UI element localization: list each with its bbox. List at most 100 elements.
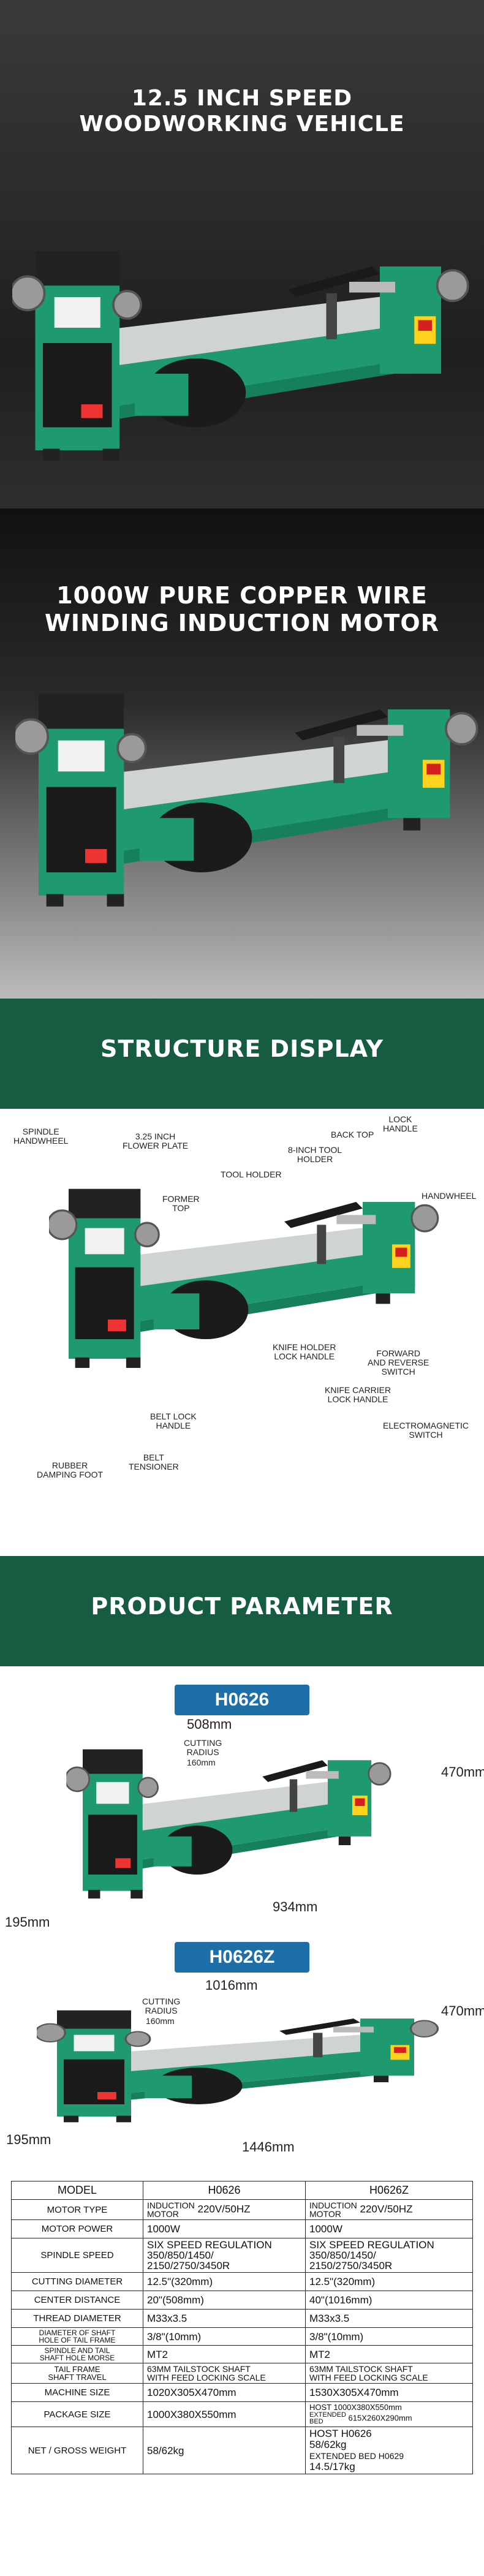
- spec-label: TAIL FRAME SHAFT TRAVEL: [11, 2363, 143, 2384]
- spec-value: 1000W: [143, 2219, 306, 2238]
- spec-label: CUTTING DIAMETER: [11, 2272, 143, 2291]
- callout-lock-handle: LOCK HANDLE: [383, 1114, 418, 1133]
- model1-dimensions: H0626 508mm CUTTING RADIUS 160mm 470mm 9…: [0, 1666, 484, 1936]
- spec-value: 63MM TAILSTOCK SHAFT WITH FEED LOCKING S…: [305, 2363, 473, 2384]
- model1-width: 508mm: [187, 1717, 232, 1732]
- callout-rubber-foot: RUBBER DAMPING FOOT: [37, 1460, 104, 1479]
- model2-length: 1446mm: [242, 2139, 295, 2155]
- spec-label: PACKAGE SIZE: [11, 2401, 143, 2427]
- spec-value: M33x3.5: [143, 2309, 306, 2328]
- hero2-title-line2: WINDING INDUCTION MOTOR: [45, 610, 439, 636]
- spec-value: 58/62kg: [143, 2427, 306, 2474]
- spec-label: MOTOR TYPE: [11, 2199, 143, 2220]
- callout-back-top: BACK TOP: [331, 1130, 374, 1139]
- spec-label: MACHINE SIZE: [11, 2383, 143, 2402]
- callout-handwheel: HANDWHEEL: [422, 1191, 477, 1201]
- spec-value: INDUCTION MOTOR: [147, 2200, 195, 2219]
- parameter-title: PRODUCT PARAMETER: [91, 1593, 393, 1620]
- spec-label: NET / GROSS WEIGHT: [11, 2427, 143, 2474]
- model2-radius-label: CUTTING RADIUS: [142, 1996, 181, 2015]
- spec-header-label: MODEL: [11, 2181, 143, 2200]
- spec-table: MODEL H0626 H0626Z MOTOR TYPE INDUCTION …: [11, 2181, 473, 2474]
- spec-value: MT2: [305, 2345, 473, 2363]
- spec-value: 3/8"(10mm): [305, 2327, 473, 2346]
- callout-forward-reverse: FORWARD AND REVERSE SWITCH: [368, 1348, 429, 1377]
- spec-value: SIX SPEED REGULATION 350/850/1450/ 2150/…: [143, 2238, 306, 2273]
- structure-title: STRUCTURE DISPLAY: [100, 1035, 384, 1062]
- model2-width: 1016mm: [205, 1977, 258, 1993]
- spec-label: CENTER DISTANCE: [11, 2291, 143, 2310]
- spec-value: 14.5/17kg: [309, 2461, 355, 2472]
- spec-value: 63MM TAILSTOCK SHAFT WITH FEED LOCKING S…: [143, 2363, 306, 2384]
- callout-flower-plate: 3.25 INCH FLOWER PLATE: [123, 1131, 189, 1150]
- model1-depth: 195mm: [5, 1914, 50, 1930]
- callout-knife-carrier-lock: KNIFE CARRIER LOCK HANDLE: [325, 1385, 391, 1404]
- spec-label: SPINDLE AND TAIL SHAFT HOLE MORSE: [11, 2345, 143, 2363]
- model1-height: 470mm: [441, 1764, 484, 1780]
- parameter-banner: PRODUCT PARAMETER: [0, 1556, 484, 1666]
- lathe-image-hero2: [15, 662, 481, 943]
- hero-title-line1: 12.5 INCH SPEED: [131, 86, 353, 111]
- spec-value: 1000W: [305, 2219, 473, 2238]
- spec-label: DIAMETER OF SHAFT HOLE OF TAIL FRAME: [11, 2327, 143, 2346]
- model1-length: 934mm: [273, 1899, 318, 1914]
- spec-value: HOST H0626: [309, 2428, 372, 2439]
- spec-header-row: MODEL H0626 H0626Z: [11, 2181, 473, 2200]
- spec-row-center-distance: CENTER DISTANCE 20"(508mm) 40"(1016mm): [11, 2291, 473, 2310]
- spec-value: 12.5"(320mm): [305, 2272, 473, 2291]
- callout-knife-holder-lock: KNIFE HOLDER LOCK HANDLE: [273, 1342, 336, 1361]
- callout-eight-inch-holder: 8-INCH TOOL HOLDER: [288, 1145, 342, 1164]
- spec-row-spindle-speed: SPINDLE SPEED SIX SPEED REGULATION 350/8…: [11, 2238, 473, 2273]
- spec-value: 220V/50HZ: [197, 2203, 251, 2215]
- model2-radius: 160mm: [146, 2016, 175, 2026]
- model2-dimensions: H0626Z 1016mm CUTTING RADIUS 160mm 470mm…: [0, 1936, 484, 2181]
- spec-header-b: H0626Z: [305, 2181, 473, 2200]
- spec-value: INDUCTION MOTOR: [309, 2200, 357, 2219]
- lathe-image-model1: [43, 1728, 417, 1924]
- spec-value: 220V/50HZ: [360, 2203, 413, 2215]
- hero2-title-line1: 1000W PURE COPPER WIRE: [56, 582, 428, 609]
- spec-row-motor-power: MOTOR POWER 1000W 1000W: [11, 2219, 473, 2238]
- spec-row-shaft-travel: TAIL FRAME SHAFT TRAVEL 63MM TAILSTOCK S…: [11, 2363, 473, 2384]
- spec-value: 1530X305X470mm: [305, 2383, 473, 2402]
- structure-banner: STRUCTURE DISPLAY: [0, 999, 484, 1109]
- spec-value: EXTENDED BED: [309, 2411, 346, 2425]
- spec-value: 58/62kg: [309, 2439, 347, 2450]
- spec-row-package-size: PACKAGE SIZE 1000X380X550mm HOST 1000X38…: [11, 2401, 473, 2427]
- spec-value: 1020X305X470mm: [143, 2383, 306, 2402]
- callout-spindle-handwheel: SPINDLE HANDWHEEL: [13, 1127, 69, 1146]
- spec-value: 3/8"(10mm): [143, 2327, 306, 2346]
- spec-row-weight: NET / GROSS WEIGHT 58/62kg HOST H0626 58…: [11, 2427, 473, 2474]
- spec-value: 20"(508mm): [143, 2291, 306, 2310]
- spec-row-morse: SPINDLE AND TAIL SHAFT HOLE MORSE MT2 MT…: [11, 2345, 473, 2363]
- spec-label: THREAD DIAMETER: [11, 2309, 143, 2328]
- callout-tool-holder: TOOL HOLDER: [221, 1169, 282, 1179]
- spec-value: 40"(1016mm): [305, 2291, 473, 2310]
- spec-row-thread-diameter: THREAD DIAMETER M33x3.5 M33x3.5: [11, 2309, 473, 2328]
- model1-radius-label: CUTTING RADIUS: [184, 1738, 222, 1757]
- callout-electromagnetic: ELECTROMAGNETIC SWITCH: [383, 1421, 469, 1440]
- lathe-image-hero1: [9, 221, 475, 496]
- structure-diagram: SPINDLE HANDWHEEL 3.25 INCH FLOWER PLATE…: [0, 1109, 484, 1556]
- spec-header-a: H0626: [143, 2181, 306, 2200]
- spec-row-cutting-diameter: CUTTING DIAMETER 12.5"(320mm) 12.5"(320m…: [11, 2272, 473, 2291]
- model2-depth: 195mm: [6, 2132, 51, 2147]
- spec-value: 1000X380X550mm: [143, 2401, 306, 2427]
- spec-row-shaft-hole: DIAMETER OF SHAFT HOLE OF TAIL FRAME 3/8…: [11, 2327, 473, 2346]
- spec-label: MOTOR POWER: [11, 2219, 143, 2238]
- spec-value: HOST 1000X380X550mm: [309, 2403, 402, 2412]
- spec-value: M33x3.5: [305, 2309, 473, 2328]
- lathe-image-model2: [37, 1994, 441, 2141]
- spec-value: 12.5"(320mm): [143, 2272, 306, 2291]
- hero-section-2: 1000W PURE COPPER WIRE WINDING INDUCTION…: [0, 508, 484, 999]
- model1-radius: 160mm: [187, 1758, 216, 1767]
- hero-title-line2: WOODWORKING VEHICLE: [79, 111, 405, 137]
- callout-belt-lock: BELT LOCK HANDLE: [150, 1411, 197, 1430]
- callout-belt-tensioner: BELT TENSIONER: [129, 1452, 179, 1471]
- spec-value: EXTENDED BED H0629: [309, 2451, 404, 2461]
- model2-tag: H0626Z: [175, 1942, 309, 1973]
- spec-value: 615X260X290mm: [348, 2413, 412, 2423]
- spec-value: SIX SPEED REGULATION 350/850/1450/ 2150/…: [305, 2238, 473, 2273]
- callout-former-top: FORMER TOP: [162, 1194, 200, 1213]
- spec-row-machine-size: MACHINE SIZE 1020X305X470mm 1530X305X470…: [11, 2383, 473, 2402]
